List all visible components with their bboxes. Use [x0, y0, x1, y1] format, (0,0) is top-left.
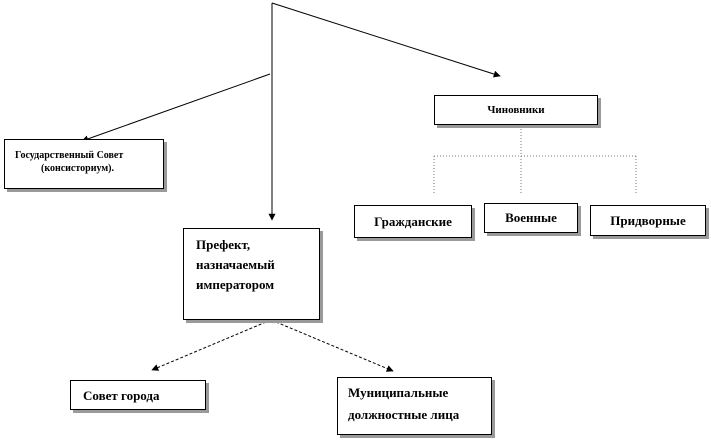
prefect-box: Префект, назначаемый императором	[183, 228, 320, 320]
officials-box: Чиновники	[434, 95, 598, 125]
municipal-line-1: Муниципальные	[348, 385, 449, 400]
prefect-line-2: назначаемый	[196, 257, 275, 272]
municipal-line-2: должностные лица	[348, 407, 460, 422]
military-box: Военные	[484, 203, 578, 233]
city-council-label: Совет города	[83, 388, 160, 403]
root-to-council-line	[81, 73, 271, 143]
state-council-line-2: (консисториум).	[41, 163, 114, 174]
civil-label: Гражданские	[374, 213, 452, 229]
prefect-line-1: Префект,	[196, 237, 251, 252]
state-council-line-1: Государственный Совет	[15, 150, 124, 161]
military-label: Военные	[505, 210, 557, 225]
prefect-to-municipal-line	[275, 321, 394, 372]
court-box: Придворные	[590, 205, 706, 236]
prefect-to-city-line	[151, 321, 267, 371]
root-to-officials-line	[271, 2, 501, 78]
officials-label: Чиновники	[487, 104, 545, 116]
city-council-box: Совет города	[70, 380, 206, 410]
municipal-box: Муниципальные должностные лица	[337, 377, 492, 435]
state-council-box: Государственный Совет (консисториум).	[4, 139, 164, 189]
court-label: Придворные	[610, 212, 686, 228]
civil-box: Гражданские	[354, 205, 472, 238]
prefect-line-3: императором	[196, 277, 275, 292]
